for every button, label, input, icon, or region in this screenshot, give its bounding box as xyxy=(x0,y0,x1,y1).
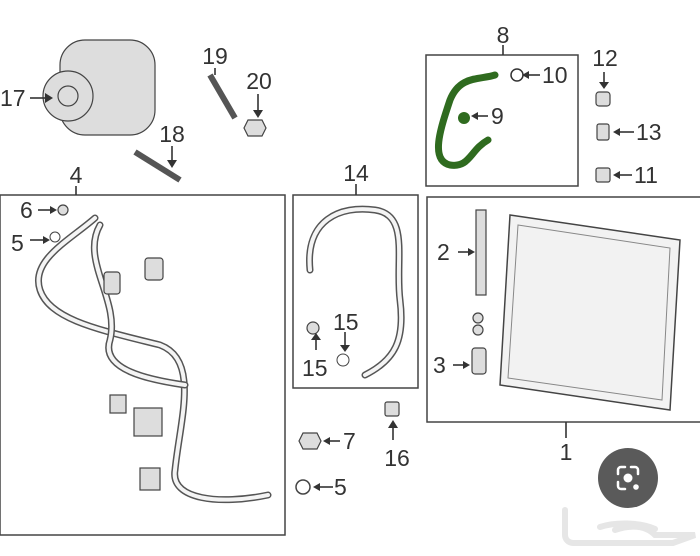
camera-search-icon xyxy=(616,465,640,491)
group-box-4 xyxy=(0,194,286,536)
nut-20 xyxy=(243,119,267,137)
haraj-watermark-logo xyxy=(562,507,697,546)
callout-16: 16 xyxy=(384,445,410,471)
bolt-16 xyxy=(384,401,400,417)
callout-3: 3 xyxy=(433,352,446,378)
callout-15: 15 xyxy=(333,309,359,335)
bolt-18 xyxy=(133,149,182,183)
callout-15: 15 xyxy=(302,355,328,381)
callout-4: 4 xyxy=(70,162,83,188)
callout-10: 10 xyxy=(542,62,568,88)
callout-19: 19 xyxy=(202,43,228,69)
visual-search-button[interactable] xyxy=(598,448,658,508)
group-box-1 xyxy=(426,196,700,423)
condenser xyxy=(475,209,681,411)
callout-12: 12 xyxy=(592,45,618,71)
callout-1: 1 xyxy=(560,439,573,465)
callout-14: 14 xyxy=(343,160,369,186)
callout-7: 7 xyxy=(343,428,356,454)
callout-13: 13 xyxy=(636,119,662,145)
callout-5: 5 xyxy=(11,230,24,256)
callout-9: 9 xyxy=(491,103,504,129)
callout-5: 5 xyxy=(334,474,347,500)
nut-7 xyxy=(298,432,322,450)
callout-20: 20 xyxy=(246,68,272,94)
callout-8: 8 xyxy=(497,22,510,48)
callout-2: 2 xyxy=(437,239,450,265)
compressor xyxy=(42,39,156,136)
callout-17: 17 xyxy=(0,85,26,111)
group-box-8 xyxy=(425,54,579,187)
callout-11: 11 xyxy=(634,162,658,188)
callout-6: 6 xyxy=(20,197,33,223)
bolt-19 xyxy=(207,73,238,120)
highlighted-hose-8 xyxy=(434,71,499,169)
callout-18: 18 xyxy=(159,121,185,147)
